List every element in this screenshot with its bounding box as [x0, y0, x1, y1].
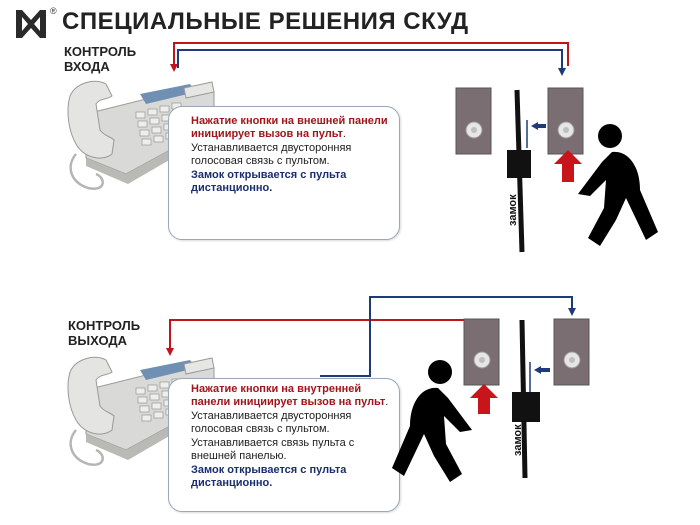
company-logo: [16, 10, 46, 38]
entry-blue-arrowhead: [558, 68, 566, 76]
entry-callout-text: Устанавливается двусторонняя голосовая с…: [191, 142, 352, 167]
exit-blue-arrowhead: [568, 308, 576, 316]
exit-label-line1: КОНТРОЛЬ: [68, 318, 141, 333]
exit-callout-text2: Устанавливается связь пульта с внешней п…: [191, 437, 355, 462]
lock-label: замок: [512, 424, 524, 456]
walking-person-icon: [392, 360, 472, 482]
entry-callout-action: Замок открывается с пульта дистанционно.: [191, 169, 347, 194]
exit-red-arrowhead: [166, 348, 174, 356]
exit-door-scene: замок: [392, 318, 590, 482]
press-arrow-icon: [470, 384, 498, 414]
entry-red-arrowhead: [170, 64, 178, 72]
exit-callout-highlight: Нажатие кнопки на внутренней панели иниц…: [191, 383, 386, 408]
entry-callout-highlight: Нажатие кнопки на внешней панели инициир…: [191, 115, 388, 140]
press-arrow-icon: [554, 150, 582, 182]
exit-control-label: КОНТРОЛЬ ВЫХОДА: [68, 318, 140, 348]
exit-info-callout: Нажатие кнопки на внутренней панели иниц…: [168, 378, 400, 512]
exit-red-wire: [169, 319, 484, 350]
lock-box: [512, 392, 540, 422]
signal-arrow-icon: [534, 366, 550, 374]
exit-label-line2: ВЫХОДА: [68, 333, 128, 348]
entry-door-scene: замок: [455, 87, 658, 253]
page-title: СПЕЦИАЛЬНЫЕ РЕШЕНИЯ СКУД: [62, 8, 469, 35]
lock-box: [507, 150, 531, 178]
entry-control-label: КОНТРОЛЬ ВХОДА: [64, 44, 136, 74]
lock-label: замок: [507, 194, 519, 226]
exit-callout-action: Замок открывается с пульта дистанционно.: [191, 464, 347, 489]
signal-arrow-icon: [531, 122, 546, 130]
registered-mark: ®: [50, 6, 57, 16]
entry-blue-wire: [177, 49, 563, 70]
exit-callout-text1: Устанавливается двусторонняя голосовая с…: [191, 410, 352, 435]
entry-red-wire: [173, 42, 569, 66]
entry-label-line2: ВХОДА: [64, 59, 110, 74]
walking-person-icon: [578, 124, 658, 246]
inner-call-panel: [455, 87, 492, 155]
entry-label-line1: КОНТРОЛЬ: [64, 44, 137, 59]
outer-call-panel: [547, 87, 584, 155]
entry-info-callout: Нажатие кнопки на внешней панели инициир…: [168, 106, 400, 240]
exit-blue-wire: [320, 296, 573, 377]
